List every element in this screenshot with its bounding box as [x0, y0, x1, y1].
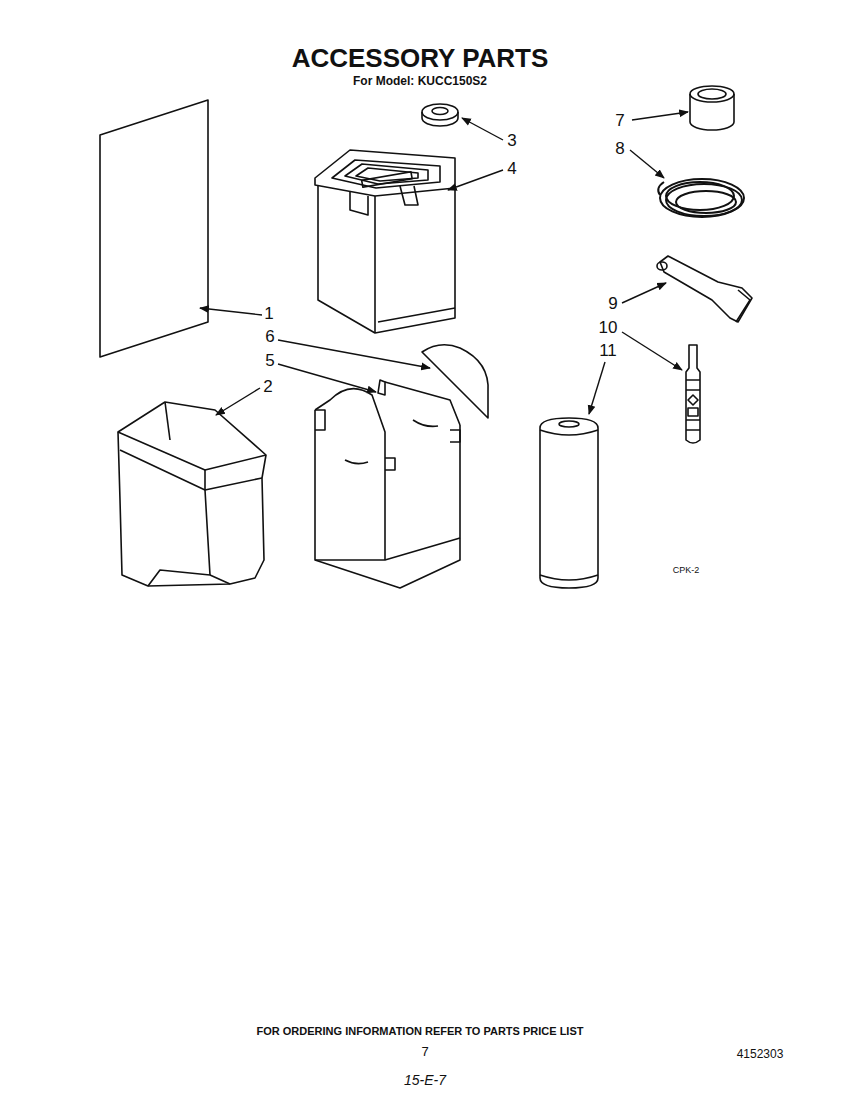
document-number: 4152303	[737, 1048, 784, 1061]
callout-number: 3	[507, 132, 516, 151]
page-number: 7	[421, 1045, 428, 1059]
storage-bin	[315, 150, 455, 333]
callout-number: 1	[264, 305, 273, 324]
spray-can	[540, 418, 598, 588]
tape-roll	[690, 86, 734, 130]
callout-number: 10	[599, 319, 618, 338]
divider-plate	[422, 345, 488, 418]
bag-carrier	[315, 380, 460, 588]
handwritten-code: 15-E-7	[404, 1073, 446, 1088]
footer-note: FOR ORDERING INFORMATION REFER TO PARTS …	[257, 1025, 584, 1037]
liner-bag	[118, 402, 266, 586]
callout-number: 11	[599, 342, 617, 361]
callout-number: 2	[263, 378, 272, 397]
callout-number: 7	[615, 112, 624, 131]
leader-lines	[200, 112, 688, 415]
knob-cap	[422, 104, 458, 126]
callout-number: 5	[265, 352, 274, 371]
spray-nozzle	[686, 345, 700, 443]
instruction-sheet	[100, 100, 208, 357]
model-subtitle: For Model: KUCC150S2	[353, 75, 487, 88]
callout-number: 4	[507, 160, 516, 179]
drawing-code: CPK-2	[673, 566, 700, 576]
callout-number: 9	[608, 295, 617, 314]
callout-number: 6	[265, 328, 274, 347]
cord-coil	[658, 179, 744, 217]
diagram-title: ACCESSORY PARTS	[292, 44, 549, 73]
callout-number: 8	[615, 140, 624, 159]
grease-tube	[657, 256, 752, 322]
